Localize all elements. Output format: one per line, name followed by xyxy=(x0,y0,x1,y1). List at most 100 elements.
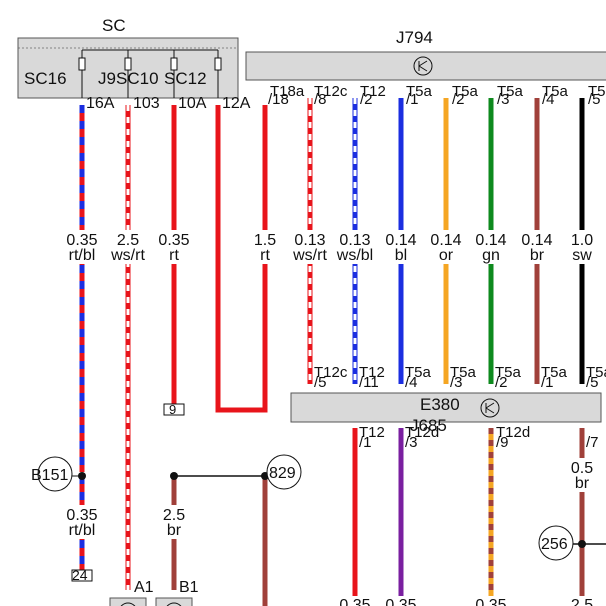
fuse-icons xyxy=(78,50,222,98)
upper-wire-10-color: br xyxy=(530,247,545,264)
terminal-a1-label: A1 xyxy=(134,579,154,596)
829-junction-left xyxy=(170,472,178,480)
e380-bottom-pin-2: T12d xyxy=(405,424,439,441)
sc10-label: SC10 xyxy=(116,69,159,88)
e380-top-pin-2b: /11 xyxy=(359,374,379,391)
ground-24-box xyxy=(71,569,93,582)
j794-pin-d: T5a xyxy=(406,83,433,100)
e380-top-pin-1: T12c xyxy=(314,364,348,381)
lower-wire-2-color: br xyxy=(167,522,182,539)
j9-label: J9 xyxy=(98,69,116,88)
j794-pin-h2: /5 xyxy=(588,91,601,108)
e380-top-pin-7: T5a xyxy=(586,364,606,381)
bottom-size-4: 2.5 xyxy=(571,597,593,606)
b151-label: B151 xyxy=(31,467,68,484)
upper-wire-10-size: 0.14 xyxy=(521,232,552,249)
terminal-b1-label: B1 xyxy=(179,579,199,596)
e380-top-pin-3: T5a xyxy=(405,364,432,381)
j794-pin-g2: /4 xyxy=(542,91,555,108)
e380-bottom-pin-3: T12d xyxy=(496,424,530,441)
upper-wire-2-color: ws/rt xyxy=(110,247,145,264)
ground-9-box xyxy=(163,403,185,416)
upper-wire-7-color: bl xyxy=(395,247,407,264)
256-label: 256 xyxy=(541,536,568,553)
j794-pin-d2: /1 xyxy=(406,91,419,108)
e380-top-pin-2: T12 xyxy=(359,364,385,381)
j794-pin-a: T18a xyxy=(270,83,305,100)
e380-top-pin-5: T5a xyxy=(495,364,522,381)
terminal-a1-icon xyxy=(120,602,136,606)
j794-box[interactable] xyxy=(245,51,606,81)
upper-wire-1-size: 0.35 xyxy=(66,232,97,249)
e380-bottom-pin-4: /7 xyxy=(586,434,599,451)
bottom-size-3: 0.35 xyxy=(475,597,506,606)
j794-pin-a2: /18 xyxy=(268,91,289,108)
upper-wire-8-size: 0.14 xyxy=(430,232,461,249)
upper-wire-11-color: sw xyxy=(572,247,592,264)
e380-top-pin-1b: /5 xyxy=(314,374,327,391)
e380-bottom-pin-1b: /1 xyxy=(359,434,372,451)
e380-top-pin-6b: /1 xyxy=(541,374,554,391)
e380-bottom-pin-2b: /3 xyxy=(405,434,418,451)
829-node-circle[interactable] xyxy=(266,454,302,490)
upper-wire-4-color: rt xyxy=(260,247,270,264)
lower-wire-1-color: rt/bl xyxy=(69,522,96,539)
lower-wire-3-size: 0.5 xyxy=(571,460,593,477)
j794-title: J794 xyxy=(396,28,433,47)
sc-pin-16a: 16A xyxy=(86,95,115,112)
bottom-size-1: 0.35 xyxy=(339,597,370,606)
ground-9-label: 9 xyxy=(169,402,176,417)
e380-ecu-icon xyxy=(480,398,500,418)
e380-top-pin-3b: /4 xyxy=(405,374,418,391)
upper-wire-11-size: 1.0 xyxy=(571,232,593,249)
e380-title: E380 xyxy=(420,395,460,414)
lower-wire-2-size: 2.5 xyxy=(163,507,185,524)
e380-top-pin-5b: /2 xyxy=(495,374,508,391)
j794-pin-e2: /2 xyxy=(452,91,465,108)
lower-wire-3-color: br xyxy=(575,475,590,492)
j794-pin-e: T5a xyxy=(452,83,479,100)
terminal-b1-icon xyxy=(166,602,182,606)
upper-wire-5-size: 0.13 xyxy=(294,232,325,249)
e380-bottom-pin-1: T12 xyxy=(359,424,385,441)
256-junction-dot xyxy=(578,540,586,548)
e380-top-pin-4: T5a xyxy=(450,364,477,381)
upper-wire-3-color: rt xyxy=(169,247,179,264)
j794-pin-f2: /3 xyxy=(497,91,510,108)
terminal-b1-box[interactable] xyxy=(155,597,193,606)
j794-pin-c: T12 xyxy=(360,83,386,100)
j794-pin-h: T5a xyxy=(588,83,606,100)
j685-label: J685 xyxy=(410,416,447,435)
256-node-circle[interactable] xyxy=(538,525,574,561)
upper-wire-9-size: 0.14 xyxy=(475,232,506,249)
j794-pin-g: T5a xyxy=(542,83,569,100)
j794-pin-b2: /8 xyxy=(314,91,327,108)
e380-box[interactable] xyxy=(290,392,602,423)
terminal-a1-box[interactable] xyxy=(109,597,147,606)
sc16-label: SC16 xyxy=(24,69,67,88)
upper-wire-4-size: 1.5 xyxy=(254,232,276,249)
upper-wire-8-color: or xyxy=(439,247,454,264)
upper-wire-6-size: 0.13 xyxy=(339,232,370,249)
sc-pin-103: 103 xyxy=(133,95,160,112)
e380-bottom-pin-3b: /9 xyxy=(496,434,509,451)
e380-top-pin-6: T5a xyxy=(541,364,568,381)
829-label: 829 xyxy=(269,465,296,482)
j794-pin-b: T12c xyxy=(314,83,348,100)
e380-top-pin-4b: /3 xyxy=(450,374,463,391)
j794-pin-f: T5a xyxy=(497,83,524,100)
j794-ecu-icon xyxy=(413,56,433,76)
upper-wire-2-size: 2.5 xyxy=(117,232,139,249)
upper-wire-9-color: gn xyxy=(482,247,500,264)
b151-node-circle[interactable] xyxy=(37,456,73,492)
sc-pin-10a: 10A xyxy=(178,95,207,112)
sc-pin-12a: 12A xyxy=(222,95,251,112)
sc-title: SC xyxy=(102,16,126,35)
bottom-size-2: 0.35 xyxy=(385,597,416,606)
e380-top-pin-7b: /5 xyxy=(586,374,599,391)
upper-wire-1-color: rt/bl xyxy=(69,247,96,264)
ground-24-label: 24 xyxy=(72,567,88,583)
sc12-label: SC12 xyxy=(164,69,207,88)
upper-wire-5-color: ws/rt xyxy=(292,247,327,264)
